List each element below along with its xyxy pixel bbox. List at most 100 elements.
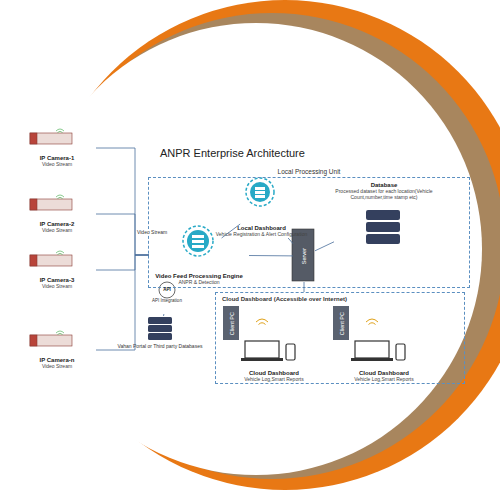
db-block — [366, 222, 400, 232]
gear-icon — [183, 226, 213, 256]
pc-tower — [333, 306, 349, 340]
node-heading: Video Feed Processing Engine — [155, 273, 243, 280]
gear-glyph — [192, 235, 204, 238]
gear-glyph — [192, 240, 204, 243]
node-heading: IP Camera-2 — [40, 221, 75, 228]
laptop-screen — [245, 341, 279, 358]
wifi-mark — [56, 195, 64, 199]
component-node: Cloud DashboardVehicle Log,Smart Reports — [234, 341, 314, 383]
group-band: Local Processing UnitLocal DashboardVehi… — [148, 177, 470, 288]
camera-body — [30, 133, 72, 144]
phone-icon — [286, 344, 295, 360]
gear-core — [250, 182, 270, 202]
db-block — [148, 325, 172, 332]
camera-front — [30, 255, 37, 266]
node-body: Vehicle Log,Smart Reports — [354, 377, 413, 383]
white-disc — [30, 23, 482, 475]
connector-line — [249, 255, 293, 256]
gear-glyph — [192, 245, 204, 248]
camera-front — [30, 335, 37, 346]
node-heading: IP Camera-3 — [40, 277, 75, 284]
camera-body — [30, 199, 72, 210]
pc-tower — [223, 306, 239, 340]
camera-icon — [30, 129, 72, 144]
camera-node: IP Camera-3Video Stream — [18, 250, 96, 290]
tower-node: Client PC — [334, 307, 350, 341]
node-heading: Cloud Dashboard — [249, 370, 299, 377]
api-node: API API Integration — [150, 284, 184, 314]
node-heading: Client PC — [229, 312, 235, 335]
camera-icon — [30, 331, 72, 346]
node-heading: API — [163, 287, 171, 292]
laptop-screen — [355, 341, 389, 358]
node-heading: IP Camera-n — [40, 357, 75, 364]
connector-line — [96, 148, 149, 255]
camera-node: IP Camera-1Video Stream — [18, 128, 96, 168]
node-heading: Vahan Portal or Third party Databases — [118, 344, 203, 350]
api-cloud — [159, 282, 175, 298]
wifi-mark — [56, 129, 64, 133]
component-node: Local DashboardVehicle Registration & Al… — [214, 178, 309, 238]
gear-ring — [246, 178, 274, 206]
node-heading: Client PC — [339, 312, 345, 335]
laptop-base — [351, 358, 393, 361]
component-node: DatabaseProcessed dataset for each locat… — [334, 182, 434, 254]
connector-line — [163, 314, 164, 316]
node-heading: Local Processing Unit — [149, 168, 469, 175]
camera-body — [30, 255, 72, 266]
wifi-arc — [256, 319, 268, 325]
camera-front — [30, 133, 37, 144]
node-heading: Database — [371, 182, 398, 189]
camera-body — [30, 335, 72, 346]
wifi-arc — [366, 319, 378, 325]
database-stack — [148, 317, 172, 340]
group-band: Cloud Dashboard (Accessible over Interne… — [215, 292, 465, 384]
connector-line — [96, 255, 149, 270]
gear-core — [187, 230, 209, 252]
node-body: API Integration — [152, 298, 182, 303]
connector-line — [96, 255, 149, 350]
diagram-title: ANPR Enterprise Architecture — [160, 147, 360, 159]
gear-glyph — [255, 195, 265, 198]
wifi-mark — [56, 331, 64, 335]
db-block — [366, 210, 400, 220]
api-circle — [159, 282, 175, 298]
wifi-icon — [256, 319, 378, 325]
connector-line — [288, 238, 293, 244]
db-block — [148, 333, 172, 340]
node-body: Vehicle Registration & Alert Configurati… — [216, 232, 307, 238]
node-body: Vehicle Log,Smart Reports — [244, 377, 303, 383]
node-body: Video Stream — [42, 364, 72, 370]
node-body: ANPR & Detection — [178, 280, 219, 286]
connector-line — [304, 282, 305, 292]
node-heading: IP Camera-1 — [40, 155, 75, 162]
connector-line — [222, 224, 241, 238]
node-heading: Local Dashboard — [237, 225, 286, 232]
camera-icon — [30, 195, 72, 210]
gear-icon — [246, 178, 274, 206]
gear-glyph — [255, 187, 265, 190]
wifi-mark — [56, 251, 64, 255]
node-body: Processed dataset for each location(Vehi… — [334, 189, 434, 201]
edge-label: Video Stream — [137, 229, 167, 235]
tower-node: Server — [293, 230, 315, 282]
camera-front — [30, 199, 37, 210]
gear-glyph — [255, 191, 265, 194]
node-heading: Cloud Dashboard — [359, 370, 409, 377]
database-node: Vahan Portal or Third party Databases — [108, 316, 212, 350]
phone-icon — [396, 344, 405, 360]
camera-node: IP Camera-nVideo Stream — [18, 330, 96, 370]
node-body: Video Stream — [42, 228, 72, 234]
node-body: Video Stream — [42, 162, 72, 168]
db-block — [366, 234, 400, 244]
db-block — [148, 317, 172, 324]
camera-icons — [30, 129, 72, 346]
node-body: Video Stream — [42, 284, 72, 290]
node-heading: Cloud Dashboard (Accessible over Interne… — [222, 296, 347, 303]
connector-line — [315, 242, 334, 251]
